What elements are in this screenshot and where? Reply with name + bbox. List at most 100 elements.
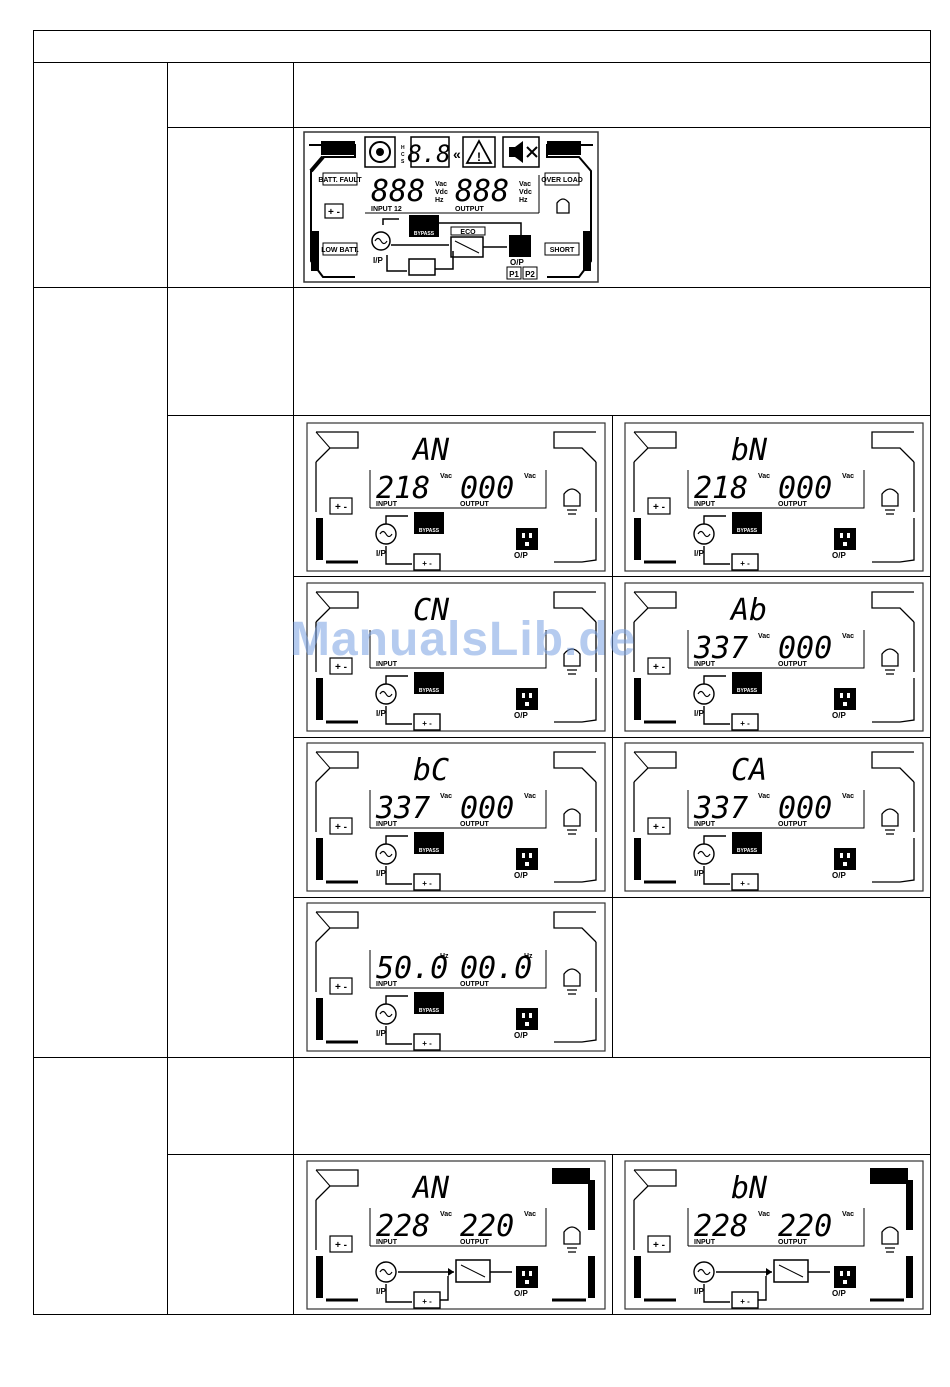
bypass-label: BYPASS [419,1008,440,1014]
op-label: O/P [832,1289,846,1298]
output-unit: Vac [842,473,854,480]
input-label: INPUT [694,661,716,668]
input-value: 888 [371,174,425,209]
svg-text:Vac: Vac [519,181,531,188]
input-label: INPUT [694,1239,716,1246]
input-unit: Vac [758,633,770,640]
output-label: OUTPUT [460,821,490,828]
input-label: INPUT 12 [371,206,402,213]
short-label: SHORT [550,247,575,254]
input-unit: Vac [758,793,770,800]
top-seg-display: CA [731,753,767,788]
output-value: 000 [460,791,514,826]
output-value: 000 [778,471,832,506]
input-label: INPUT [376,1239,398,1246]
bypass-label: BYPASS [419,688,440,694]
svg-text:+ -: + - [740,879,750,888]
svg-text:«: « [453,146,461,162]
input-value: 228 [376,1209,430,1244]
svg-text:Vdc: Vdc [519,189,532,196]
svg-text:+ -: + - [422,1297,432,1306]
svg-text:+ -: + - [335,822,347,833]
output-unit: Vac [524,1211,536,1218]
op-label: O/P [514,1289,528,1298]
svg-text:Vdc: Vdc [435,189,448,196]
input-label: INPUT [376,981,398,988]
input-unit: Vac [440,1211,452,1218]
svg-text:+ -: + - [335,982,347,993]
eco-label: ECO [460,229,476,236]
input-value: 337 [375,791,430,826]
top-seg-display: bN [731,433,768,468]
op-label: O/P [510,258,524,267]
output-label: OUTPUT [455,206,485,213]
ip-label: I/P [694,549,704,558]
output-unit: Vac [524,793,536,800]
output-label: OUTPUT [778,1239,808,1246]
batt-fault-label: BATT. FAULT [318,177,362,184]
top-seg-display: AN [411,433,450,468]
output-unit: Vac [842,633,854,640]
bypass-label: BYPASS [737,688,758,694]
output-label: OUTPUT [778,501,808,508]
input-value: 218 [376,471,430,506]
output-value: 220 [778,1209,832,1244]
svg-text:+ -: + - [653,502,665,513]
ip-label: I/P [376,1287,386,1296]
op-label: O/P [832,871,846,880]
output-value: 00.0 [460,951,532,986]
over-load-label: OVER LOAD [541,177,583,184]
input-value: 50.0 [376,951,448,986]
input-label: INPUT [376,501,398,508]
bypass-label: BYPASS [414,231,435,237]
svg-text:+ -: + - [740,559,750,568]
svg-text:+ -: + - [740,1297,750,1306]
input-value: 218 [694,471,748,506]
svg-text:+ -: + - [740,719,750,728]
input-unit: Vac [440,793,452,800]
svg-text:+ -: + - [335,1240,347,1251]
op-label: O/P [514,551,528,560]
input-value: 337 [693,791,748,826]
output-label: OUTPUT [460,501,490,508]
input-unit: Vac [758,1211,770,1218]
input-label: INPUT [694,501,716,508]
output-label: OUTPUT [778,661,808,668]
bypass-label: BYPASS [737,848,758,854]
output-unit: Vac [524,473,536,480]
svg-text:+ -: + - [653,822,665,833]
output-unit: Vac [842,1211,854,1218]
bypass-label: BYPASS [737,528,758,534]
bypass-label: BYPASS [419,848,440,854]
ip-label: I/P [376,869,386,878]
svg-text:S: S [401,159,405,165]
svg-text:+ -: + - [335,502,347,513]
input-label: INPUT [376,821,398,828]
ip-label: I/P [376,549,386,558]
output-label: OUTPUT [460,981,490,988]
top-seg-display: Ab [729,593,767,628]
p1-label: P1 [509,270,519,279]
input-label: INPUT [694,821,716,828]
bypass-label: BYPASS [419,528,440,534]
ip-label: I/P [376,1029,386,1038]
input-value: 337 [693,631,748,666]
input-unit: Vac [440,473,452,480]
svg-text:C: C [401,152,405,158]
output-unit: Vac [842,793,854,800]
top-seg-display: AN [411,1171,450,1206]
op-label: O/P [832,711,846,720]
svg-text:Hz: Hz [519,197,528,204]
output-label: OUTPUT [778,821,808,828]
svg-text:+ -: + - [422,559,432,568]
input-unit: Vac [758,473,770,480]
svg-text:+ -: + - [422,1039,432,1048]
input-label: INPUT [376,661,398,668]
